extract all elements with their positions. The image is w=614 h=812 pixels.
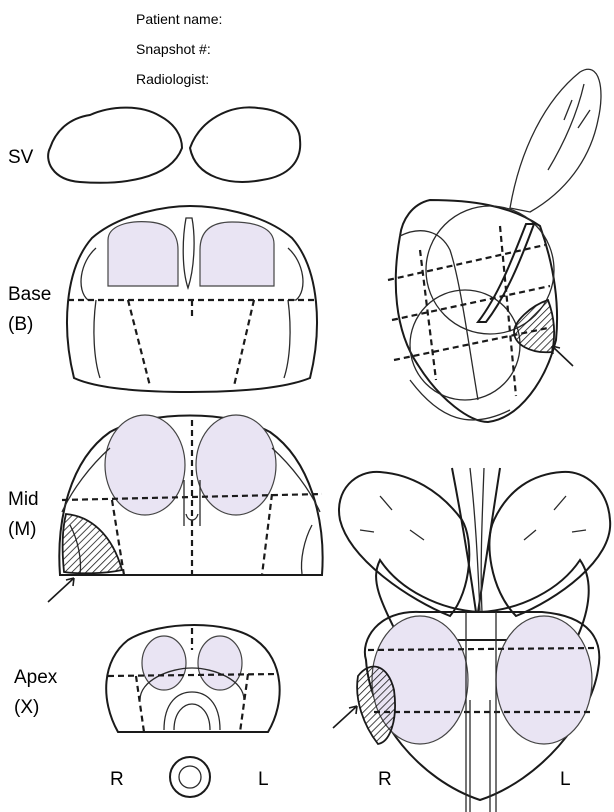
coronal-view [333, 468, 610, 812]
apex-axial-section [106, 625, 279, 732]
apex-label: Apex [14, 667, 58, 688]
base-axial-section [67, 206, 318, 392]
patient-name-label: Patient name: [136, 11, 222, 27]
apex-abbrev-label: (X) [14, 697, 39, 718]
sagittal-view [388, 69, 601, 422]
axial-right-label: R [110, 769, 124, 790]
coronal-left-label: L [560, 769, 571, 790]
radiologist-label: Radiologist: [136, 71, 209, 87]
sv-label: SV [8, 147, 34, 168]
base-abbrev-label: (B) [8, 314, 33, 335]
mid-abbrev-label: (M) [8, 519, 36, 540]
mid-lesion-arrow [48, 578, 74, 602]
seminal-vesicles-axial [48, 107, 300, 182]
mid-axial-section [59, 415, 322, 575]
urethra-cross-section [170, 757, 210, 797]
coronal-right-label: R [378, 769, 392, 790]
mid-label: Mid [8, 489, 39, 510]
base-label: Base [8, 284, 51, 305]
snapshot-label: Snapshot #: [136, 41, 211, 57]
axial-left-label: L [258, 769, 269, 790]
